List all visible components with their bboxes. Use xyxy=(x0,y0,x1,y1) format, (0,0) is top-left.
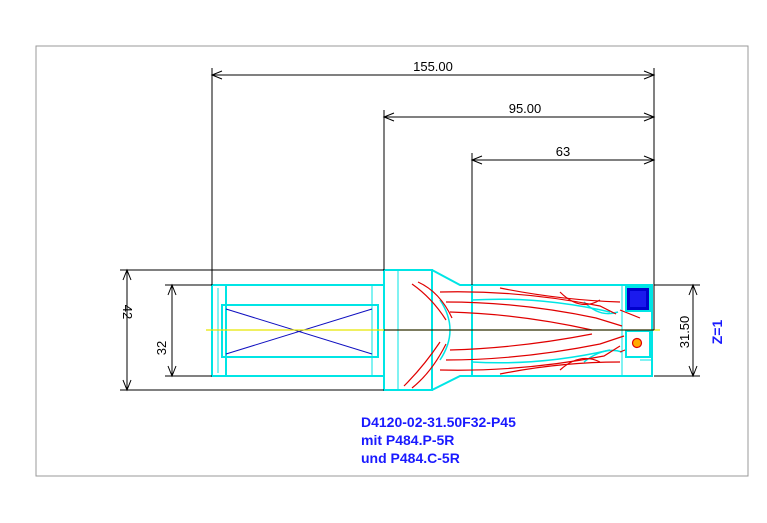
insert-periphery-label: mit P484.P-5R xyxy=(361,432,454,448)
dim-cutting-diameter: 31.50 xyxy=(677,316,692,349)
part-number: D4120-02-31.50F32-P45 xyxy=(361,414,516,430)
drawing-frame xyxy=(35,45,749,477)
dim-shank-outer: 42 xyxy=(120,305,135,319)
dim-body-length: 95.00 xyxy=(509,101,542,116)
teeth-count: Z=1 xyxy=(709,320,725,345)
dimension-arrows xyxy=(122,70,698,392)
taper-top xyxy=(431,269,472,286)
dimension-lines xyxy=(120,68,700,391)
shank-flat-cross xyxy=(225,308,373,355)
dim-flute-length: 63 xyxy=(556,144,570,159)
cutting-insert-center xyxy=(625,330,651,358)
taper-bottom xyxy=(431,375,472,391)
dim-overall-length: 155.00 xyxy=(413,59,453,74)
insert-center-label: und P484.C-5R xyxy=(361,450,460,466)
dim-shank-inner: 32 xyxy=(154,341,169,355)
flute-lines xyxy=(403,281,641,389)
cutting-insert-periphery xyxy=(625,286,651,312)
shank-flat xyxy=(221,304,379,358)
